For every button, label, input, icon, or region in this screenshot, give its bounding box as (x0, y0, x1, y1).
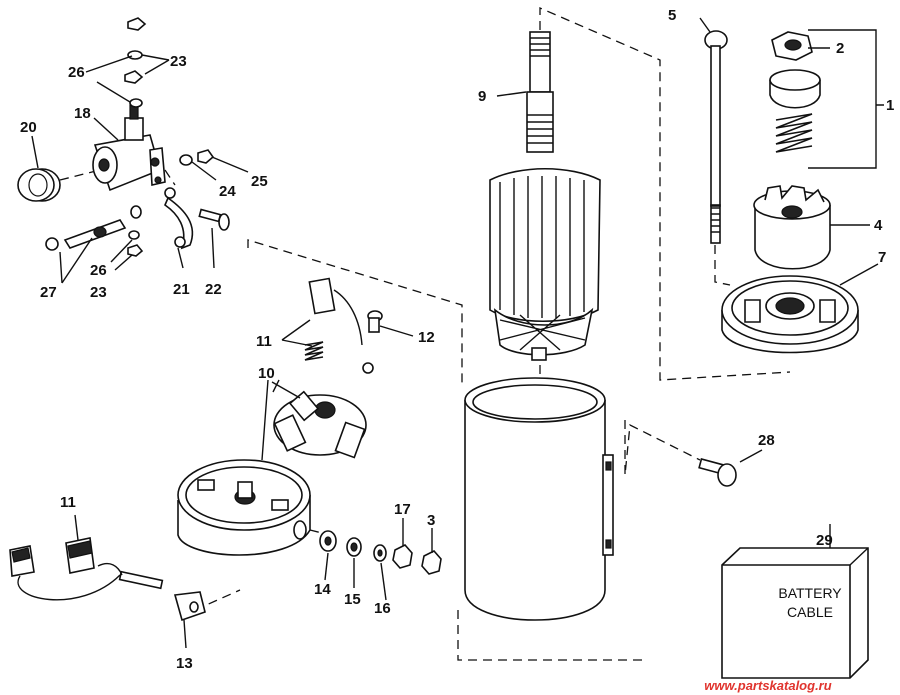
brush-spring-upper (304, 277, 374, 374)
nuts-washers-top (124, 17, 147, 108)
solenoid-part-18 (92, 104, 166, 192)
clip-part-13 (173, 591, 206, 622)
callout-12: 12 (418, 329, 435, 346)
callout-15: 15 (344, 591, 361, 608)
callout-11-upper: 11 (256, 333, 272, 350)
armature-part-9 (489, 31, 601, 361)
callout-5: 5 (668, 7, 676, 24)
callout-1: 1 (886, 97, 894, 114)
washers-nuts-row (319, 530, 442, 575)
callout-23-bottom: 23 (90, 284, 107, 301)
callout-11-lower: 11 (60, 494, 76, 511)
callout-18: 18 (74, 105, 91, 122)
callout-26-bottom: 26 (90, 262, 107, 279)
through-bolt-part-5 (704, 30, 728, 244)
callout-3: 3 (427, 512, 435, 529)
callout-2: 2 (836, 40, 844, 57)
seal-ring-part-20 (17, 168, 61, 202)
brush-holder-part-10 (273, 390, 367, 459)
callout-20: 20 (20, 119, 37, 136)
callout-22: 22 (205, 281, 222, 298)
terminal-cable-part-27 (45, 205, 144, 257)
callout-4: 4 (874, 217, 883, 234)
callout-7: 7 (878, 249, 886, 266)
callout-29: 29 (816, 532, 833, 549)
screw-part-12 (367, 310, 383, 333)
callout-26-top: 26 (68, 64, 85, 81)
callout-25: 25 (251, 173, 268, 190)
callout-17: 17 (394, 501, 411, 518)
screw-part-22 (198, 208, 230, 231)
callout-24: 24 (219, 183, 236, 200)
bracket-part-21 (164, 187, 194, 250)
leader-lines (31, 17, 884, 649)
callout-14: 14 (314, 581, 331, 598)
callout-21: 21 (173, 281, 190, 298)
frame-cylinder (464, 377, 614, 621)
callout-16: 16 (374, 600, 391, 617)
watermark: www.partskatalog.ru (704, 678, 831, 693)
callout-23-top: 23 (170, 53, 187, 70)
nut-washer-24-25 (179, 149, 215, 166)
brush-assembly-lower (9, 537, 164, 601)
battery-cable-box-part-29: BATTERY CABLE (721, 547, 869, 679)
screw-part-28 (698, 458, 737, 487)
callout-13: 13 (176, 655, 193, 672)
battery-box-line2: CABLE (787, 604, 833, 620)
callout-28: 28 (758, 432, 775, 449)
end-cap-housing (177, 459, 311, 556)
callout-9: 9 (478, 88, 486, 105)
callout-10: 10 (258, 365, 275, 382)
callout-27: 27 (40, 284, 57, 301)
drive-assembly-part-1 (753, 31, 831, 270)
end-plate-part-7 (721, 275, 859, 354)
battery-box-line1: BATTERY (778, 585, 842, 601)
callout-numbers: 1 2 3 4 5 7 9 10 11 11 12 13 14 15 16 17… (20, 7, 894, 672)
